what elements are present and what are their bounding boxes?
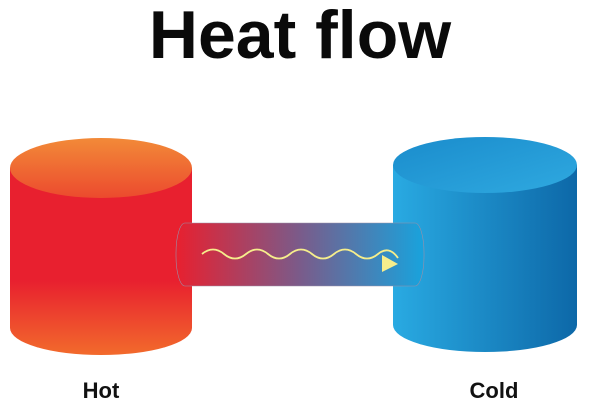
connecting-pipe (175, 222, 425, 287)
cold-reservoir (393, 137, 577, 352)
cold-label: Cold (469, 378, 519, 403)
heat-wave-arrow-icon (201, 248, 399, 272)
page-title: Heat flow (148, 0, 452, 73)
hot-reservoir (10, 138, 192, 355)
hot-label: Hot (82, 378, 120, 403)
